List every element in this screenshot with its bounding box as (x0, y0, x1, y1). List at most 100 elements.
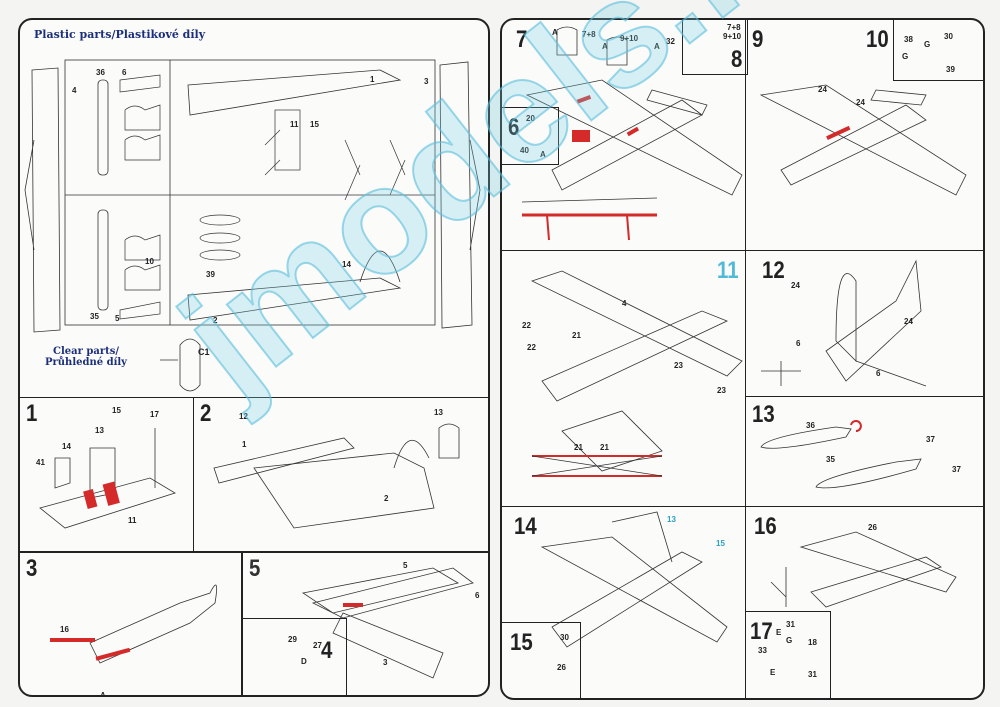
step-14-panel: 14 13 15 15 30 26 (502, 506, 746, 698)
part-1: 1 (370, 75, 375, 84)
label: A (654, 42, 660, 51)
label: 13 (667, 515, 676, 524)
label: 21 (574, 443, 583, 452)
plastic-parts-title: Plastic parts/Plastikové díly (34, 28, 206, 41)
part-15: 15 (310, 120, 319, 129)
label: 12 (239, 412, 248, 421)
label: 6 (796, 339, 801, 348)
step-8-inset: 8 7+8 9+10 (682, 20, 748, 75)
step-number: 5 (249, 555, 261, 582)
step-10-inset: 38 G G 30 39 (893, 20, 983, 81)
step-17-inset: 17 31 E G 18 33 E 31 (745, 611, 831, 698)
label: 37 (926, 435, 935, 444)
step-number: 16 (754, 513, 777, 540)
step-number: 4 (321, 637, 333, 664)
label: 20 (526, 114, 535, 123)
step-10-number: 10 (866, 26, 889, 53)
label: E (770, 668, 776, 677)
sprue-drawing (24, 59, 481, 392)
label: 17 (150, 410, 159, 419)
step-2-panel: 2 12 1 13 2 (193, 397, 488, 552)
label: 32 (666, 37, 675, 46)
step-number: 7 (516, 26, 528, 53)
label: 31 (786, 620, 795, 629)
clear-part-c1: C1 (198, 347, 210, 357)
step-12-panel: 12 24 24 6 6 (745, 250, 983, 397)
label: 7+8 (582, 30, 596, 39)
label: A (540, 150, 546, 159)
step-number: 1 (26, 400, 38, 427)
part-6: 6 (122, 68, 127, 77)
part-10: 10 (145, 257, 154, 266)
step-3-panel: 3 16 A (20, 552, 242, 697)
part-3: 3 (424, 77, 429, 86)
step-15-inset: 15 30 26 (502, 622, 581, 698)
part-5: 5 (115, 314, 120, 323)
label: G (924, 40, 931, 49)
label: 3 (383, 658, 388, 667)
label: 9+10 (723, 32, 742, 41)
clear-parts-title: Clear parts/Průhledné díly (45, 346, 127, 368)
label: 36 (806, 421, 815, 430)
label: 15 (716, 539, 725, 548)
label: 16 (60, 625, 69, 634)
step-11-panel: 11 22 22 21 4 23 23 21 21 (502, 250, 746, 507)
label: 7+8 (727, 23, 741, 32)
label: 39 (946, 65, 955, 74)
step-number: 17 (750, 618, 773, 645)
step-5-panel: 5 5 6 3 4 29 27 D (242, 552, 488, 695)
label: G (786, 636, 793, 645)
label: G (902, 52, 909, 61)
part-39: 39 (206, 270, 215, 279)
label: 35 (826, 455, 835, 464)
label: 26 (557, 663, 566, 672)
label: 40 (520, 146, 529, 155)
step-13-panel: 13 36 35 37 37 (745, 396, 983, 507)
label: 27 (313, 641, 322, 650)
label: 26 (868, 523, 877, 532)
label: 13 (434, 408, 443, 417)
label: 18 (808, 638, 817, 647)
step-number: 3 (26, 555, 38, 582)
label: 24 (856, 98, 865, 107)
label: A (552, 28, 558, 37)
label: D (301, 657, 307, 666)
step-number: 6 (508, 114, 520, 141)
step-1-panel: 1 15 17 13 14 41 11 (20, 397, 194, 552)
label: 6 (876, 369, 881, 378)
label: 9+10 (620, 34, 639, 43)
step-number: 9 (752, 26, 764, 53)
label: 30 (944, 32, 953, 41)
part-14: 14 (342, 260, 351, 269)
step-4-inset: 4 29 27 D (242, 618, 347, 695)
label: 24 (818, 85, 827, 94)
label: 24 (791, 281, 800, 290)
label: 2 (384, 494, 389, 503)
step-number: 11 (717, 257, 739, 284)
label: 22 (522, 321, 531, 330)
step-number: 15 (510, 629, 533, 656)
label: 11 (128, 516, 137, 525)
label: 4 (622, 299, 627, 308)
label: 37 (952, 465, 961, 474)
step-6-inset: 6 20 40 A (502, 107, 559, 165)
step-number: 14 (514, 513, 537, 540)
label: 38 (904, 35, 913, 44)
step-number: 13 (752, 401, 775, 428)
step-7-panel: 7 A 7+8 A 9+10 A 32 8 7+8 9+10 6 20 40 A (502, 20, 748, 251)
step-16-panel: 16 26 17 31 E G 18 33 E 31 (745, 506, 983, 698)
label: 15 (112, 406, 121, 415)
part-2: 2 (213, 316, 218, 325)
part-11: 11 (290, 120, 299, 129)
step-9-panel: 9 24 24 10 38 G G 30 39 (745, 20, 983, 251)
label: 29 (288, 635, 297, 644)
label: 24 (904, 317, 913, 326)
label: 1 (242, 440, 247, 449)
label: A (100, 691, 106, 697)
label: 5 (403, 561, 408, 570)
label: 13 (95, 426, 104, 435)
step-number: 8 (731, 46, 743, 73)
label: 14 (62, 442, 71, 451)
label: 31 (808, 670, 817, 679)
part-4: 4 (72, 86, 77, 95)
